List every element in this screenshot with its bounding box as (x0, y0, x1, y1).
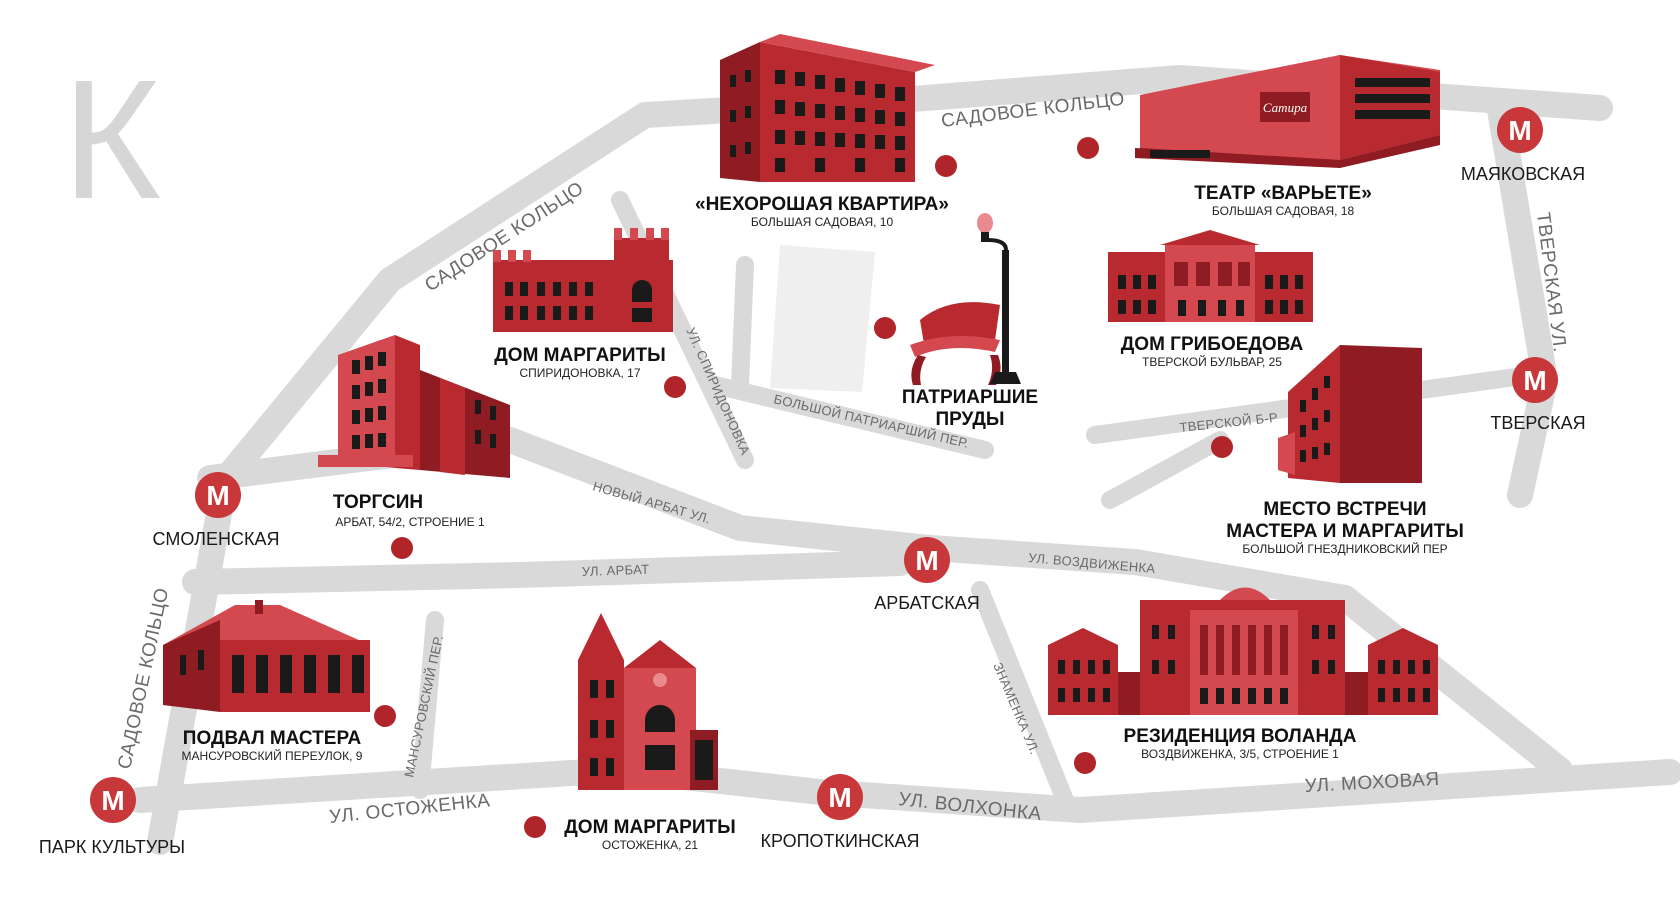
building-griboedov-illustration (1108, 230, 1313, 322)
building-meeting-illustration (1278, 345, 1422, 483)
place-griboedov-title: ДОМ ГРИБОЕДОВА (1121, 334, 1304, 355)
building-margarita2-illustration (578, 613, 718, 790)
metro-icon: М (206, 480, 229, 511)
building-podval-illustration (163, 600, 370, 712)
place-meeting-title-line2: МАСТЕРА И МАРГАРИТЫ (1226, 521, 1464, 542)
place-meeting-marker[interactable] (1211, 436, 1233, 458)
place-podval-address: МАНСУРОВСКИЙ ПЕРЕУЛОК, 9 (182, 748, 363, 763)
place-kvartira-address: БОЛЬШАЯ САДОВАЯ, 10 (751, 215, 894, 229)
metro-arbatskaya[interactable]: М АРБАТСКАЯ (874, 537, 980, 613)
metro-label: МАЯКОВСКАЯ (1461, 164, 1585, 184)
place-margarita2-title: ДОМ МАРГАРИТЫ (564, 817, 735, 838)
place-kvartira-marker[interactable] (935, 155, 957, 177)
metro-label: ПАРК КУЛЬТУРЫ (39, 837, 185, 857)
metro-icon: М (828, 782, 851, 813)
metro-icon: М (915, 545, 938, 576)
building-margarita1-illustration (493, 228, 673, 332)
place-patriarshie-marker[interactable] (874, 317, 896, 339)
place-voland-title: РЕЗИДЕНЦИЯ ВОЛАНДА (1124, 726, 1357, 747)
bench-lamp-illustration (910, 213, 1021, 385)
metro-label: АРБАТСКАЯ (874, 593, 980, 613)
place-podval-marker[interactable] (374, 705, 396, 727)
place-podval-title: ПОДВАЛ МАСТЕРА (183, 728, 362, 749)
place-margarita1-title: ДОМ МАРГАРИТЫ (494, 345, 665, 366)
metro-label: КРОПОТКИНСКАЯ (761, 831, 920, 851)
place-variete-title: ТЕАТР «ВАРЬЕТЕ» (1194, 183, 1372, 204)
variete-sign: Сатира (1263, 100, 1308, 115)
place-meeting-title-line1: МЕСТО ВСТРЕЧИ (1263, 499, 1426, 520)
building-variete-illustration: Сатира (1135, 55, 1440, 168)
metro-smolenskaya[interactable]: М СМОЛЕНСКАЯ (153, 472, 280, 549)
place-meeting-address: БОЛЬШОЙ ГНЕЗДНИКОВСКИЙ ПЕР (1242, 541, 1447, 556)
metro-park-kultury[interactable]: М ПАРК КУЛЬТУРЫ (39, 777, 185, 857)
place-patriarshie-title-line1: ПАТРИАРШИЕ (902, 387, 1038, 408)
street-arbat: УЛ. АРБАТ (582, 562, 650, 579)
corner-letter: К (62, 45, 161, 235)
place-voland-address: ВОЗДВИЖЕНКА, 3/5, СТРОЕНИЕ 1 (1141, 747, 1339, 761)
place-patriarshie-title-line2: ПРУДЫ (935, 409, 1004, 430)
place-voland-marker[interactable] (1074, 752, 1096, 774)
building-kvartira-illustration (720, 34, 935, 182)
place-variete-address: БОЛЬШАЯ САДОВАЯ, 18 (1212, 204, 1355, 218)
metro-icon: М (101, 785, 124, 816)
metro-tverskaya[interactable]: М ТВЕРСКАЯ (1490, 357, 1586, 433)
place-kvartira-title: «НЕХОРОШАЯ КВАРТИРА» (695, 194, 949, 215)
metro-icon: М (1508, 115, 1531, 146)
place-torgsin-marker[interactable] (391, 537, 413, 559)
place-griboedov-address: ТВЕРСКОЙ БУЛЬВАР, 25 (1142, 354, 1282, 369)
building-torgsin-illustration (318, 335, 510, 478)
metro-icon: М (1523, 365, 1546, 396)
metro-label: СМОЛЕНСКАЯ (153, 529, 280, 549)
place-margarita1-marker[interactable] (664, 376, 686, 398)
building-voland-illustration (1048, 587, 1438, 715)
place-torgsin-address: АРБАТ, 54/2, СТРОЕНИЕ 1 (335, 515, 485, 529)
place-margarita2-address: ОСТОЖЕНКА, 21 (602, 838, 699, 852)
metro-label: ТВЕРСКАЯ (1490, 413, 1585, 433)
place-variete-marker[interactable] (1077, 137, 1099, 159)
place-torgsin-title: ТОРГСИН (333, 492, 423, 513)
place-margarita2-marker[interactable] (524, 816, 546, 838)
place-margarita1-address: СПИРИДОНОВКА, 17 (519, 366, 640, 380)
metro-kropotkinskaya[interactable]: М КРОПОТКИНСКАЯ (761, 774, 920, 851)
metro-mayakovskaya[interactable]: М МАЯКОВСКАЯ (1461, 107, 1585, 184)
